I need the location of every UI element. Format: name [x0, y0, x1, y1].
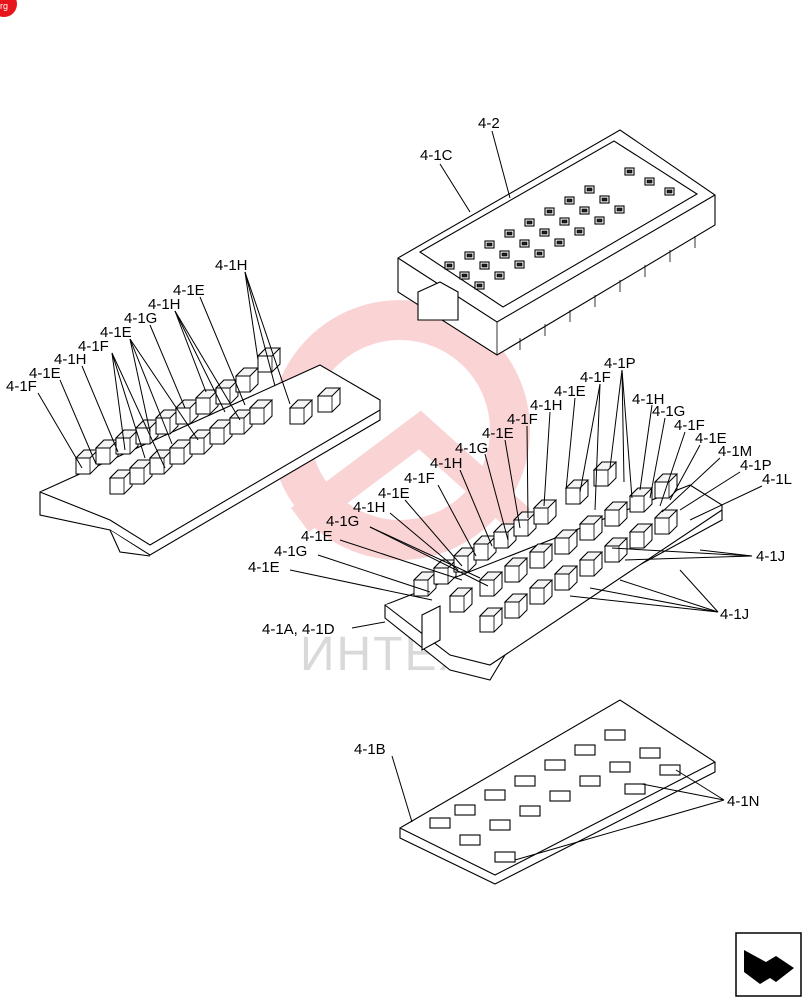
corner-badge-text: rg: [0, 1, 8, 11]
label-right-4: 4-1E: [695, 430, 727, 447]
label-right-2: 4-1G: [652, 403, 685, 420]
watermark-arrow-icon: [291, 410, 531, 532]
label-right-5: 4-1M: [718, 443, 752, 460]
label-mid-15: 4-1E: [248, 559, 280, 576]
label-right-6: 4-1P: [740, 457, 772, 474]
label-left-3: 4-1H: [148, 296, 181, 313]
label-mid-6: 4-1E: [482, 425, 514, 442]
label-left-6: 4-1F: [78, 338, 109, 355]
label-right-7: 4-1L: [762, 471, 792, 488]
label-left-1: 4-1H: [215, 257, 248, 274]
next-page-arrow-icon[interactable]: [744, 950, 794, 984]
bottom-tray: [399, 699, 716, 885]
label-left-2: 4-1E: [173, 282, 205, 299]
label-mid-1: 4-1P: [604, 355, 636, 372]
top-box-connector: [417, 281, 459, 321]
label-left-7: 4-1H: [54, 351, 87, 368]
label-right-9: 4-1J: [720, 606, 749, 623]
label-right-3: 4-1F: [674, 417, 705, 434]
label-mid-13: 4-1E: [301, 528, 333, 545]
bottom-tray-sockets: [429, 729, 681, 863]
label-bottom-1: 4-1B: [354, 741, 386, 758]
left-relay-block: [39, 347, 381, 557]
label-mid-7: 4-1G: [455, 440, 488, 457]
label-mid-base: 4-1A, 4-1D: [262, 621, 335, 638]
corner-badge-circle: [0, 0, 17, 17]
label-mid-12: 4-1G: [326, 513, 359, 530]
next-page-button[interactable]: [735, 932, 802, 997]
label-left-5: 4-1E: [100, 324, 132, 341]
label-right-1: 4-1H: [632, 391, 665, 408]
label-mid-5: 4-1F: [507, 411, 538, 428]
label-mid-9: 4-1F: [404, 470, 435, 487]
label-left-8: 4-1E: [29, 365, 61, 382]
label-mid-2: 4-1F: [580, 369, 611, 386]
label-mid-10: 4-1E: [378, 485, 410, 502]
label-mid-4: 4-1H: [530, 397, 563, 414]
label-mid-8: 4-1H: [430, 455, 463, 472]
label-right-8: 4-1J: [756, 548, 785, 565]
label-top-2: 4-1C: [420, 147, 453, 164]
callout-labels: 4-2 4-1C 4-1H 4-1E 4-1H 4-1G 4-1E 4-1F 4…: [6, 115, 792, 810]
middle-relay-block: [384, 461, 723, 681]
label-left-9: 4-1F: [6, 378, 37, 395]
label-left-4: 4-1G: [124, 310, 157, 327]
corner-badge: rg: [0, 0, 17, 17]
label-mid-14: 4-1G: [274, 543, 307, 560]
middle-block-connector: [421, 605, 441, 651]
label-mid-11: 4-1H: [353, 499, 386, 516]
leader-lines: [37, 130, 763, 861]
label-mid-3: 4-1E: [554, 383, 586, 400]
top-cover-box: [397, 129, 716, 356]
label-bottom-2: 4-1N: [727, 793, 760, 810]
label-top-1: 4-2: [478, 115, 500, 132]
